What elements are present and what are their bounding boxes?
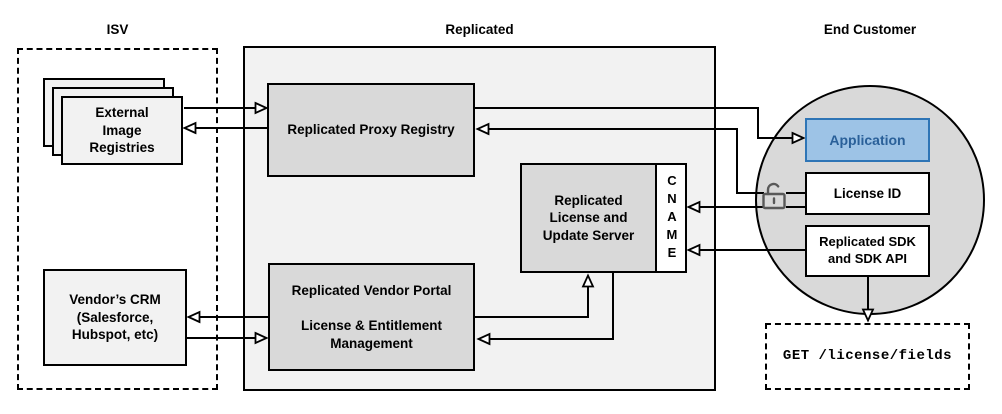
- isv-region: [17, 48, 218, 390]
- replicated-sdk-node: Replicated SDK and SDK API: [805, 225, 930, 277]
- cname-strip: CNAME: [655, 163, 687, 273]
- license-update-server-node: Replicated License and Update Server: [520, 163, 657, 273]
- section-title-replicated: Replicated: [445, 22, 514, 37]
- vendors-crm-node: Vendor’s CRM (Salesforce, Hubspot, etc): [43, 269, 187, 366]
- license-id-node: License ID: [805, 172, 930, 215]
- get-endpoint-box: GET /license/fields: [765, 323, 970, 390]
- unlock-icon: [762, 182, 786, 210]
- application-node: Application: [805, 118, 930, 162]
- section-title-isv: ISV: [106, 22, 129, 37]
- section-title-end-customer: End Customer: [823, 22, 917, 37]
- vendor-portal-node: Replicated Vendor Portal License & Entit…: [268, 263, 475, 371]
- proxy-registry-node: Replicated Proxy Registry: [267, 83, 475, 177]
- external-image-registries-node: External Image Registries: [61, 96, 183, 165]
